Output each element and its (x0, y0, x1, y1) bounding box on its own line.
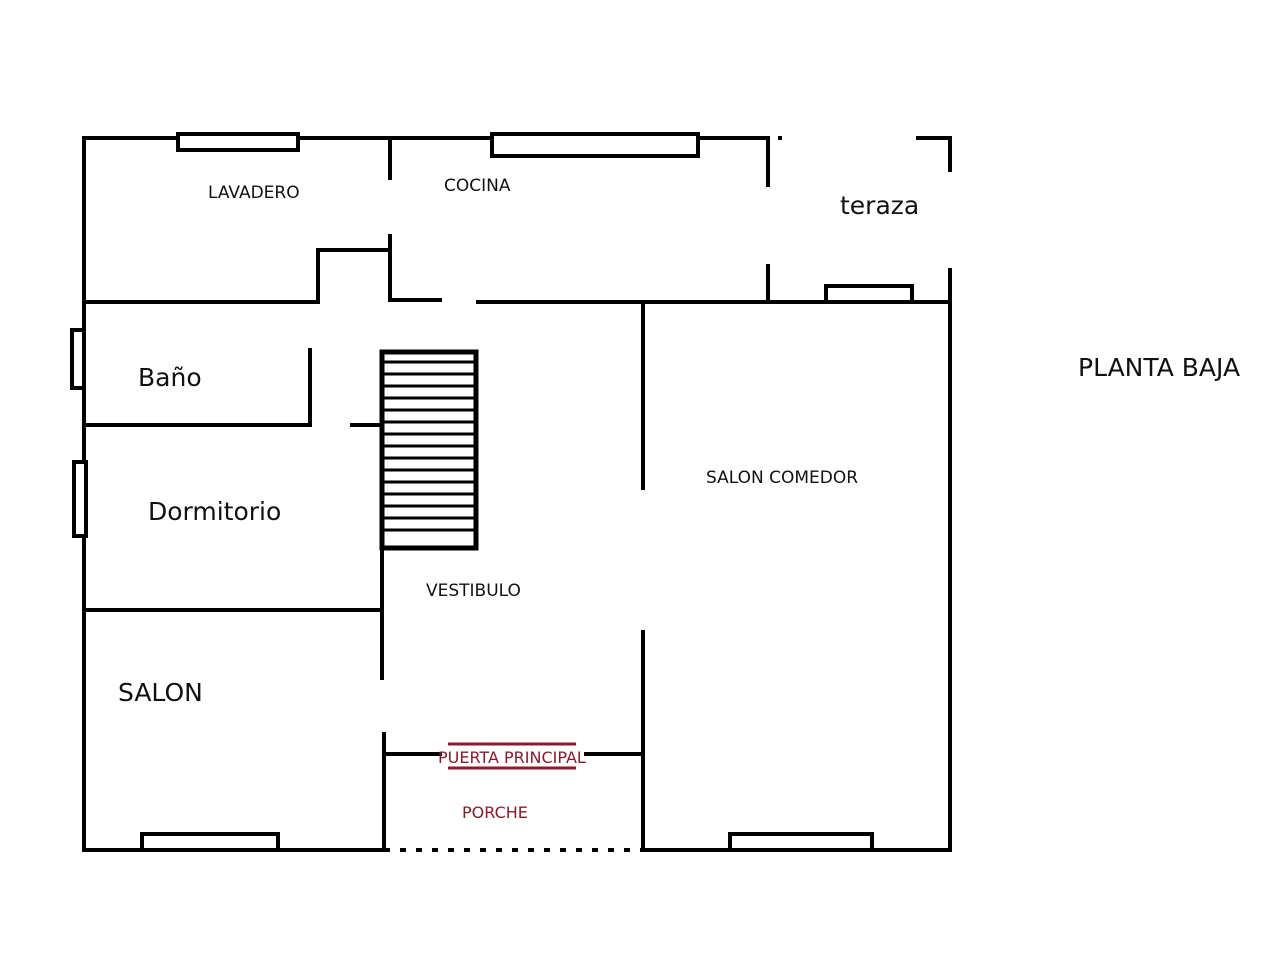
windows (70, 132, 914, 852)
label-puerta-principal: PUERTA PRINCIPAL (438, 748, 586, 767)
label-dormitorio: Dormitorio (148, 497, 281, 526)
label-salon-comedor: SALON COMEDOR (706, 468, 858, 488)
label-salon: SALON (118, 678, 203, 707)
staircase (379, 349, 479, 551)
label-cocina: COCINA (444, 176, 511, 196)
label-vestibulo: VESTIBULO (426, 581, 521, 601)
interior-walls (82, 136, 952, 852)
label-lavadero: LAVADERO (208, 183, 300, 203)
label-porche: PORCHE (462, 803, 528, 822)
label-terraza: teraza (840, 191, 919, 220)
label-bano: Baño (138, 363, 202, 392)
main-door (448, 742, 576, 770)
plan-title: PLANTA BAJA (1078, 353, 1240, 382)
